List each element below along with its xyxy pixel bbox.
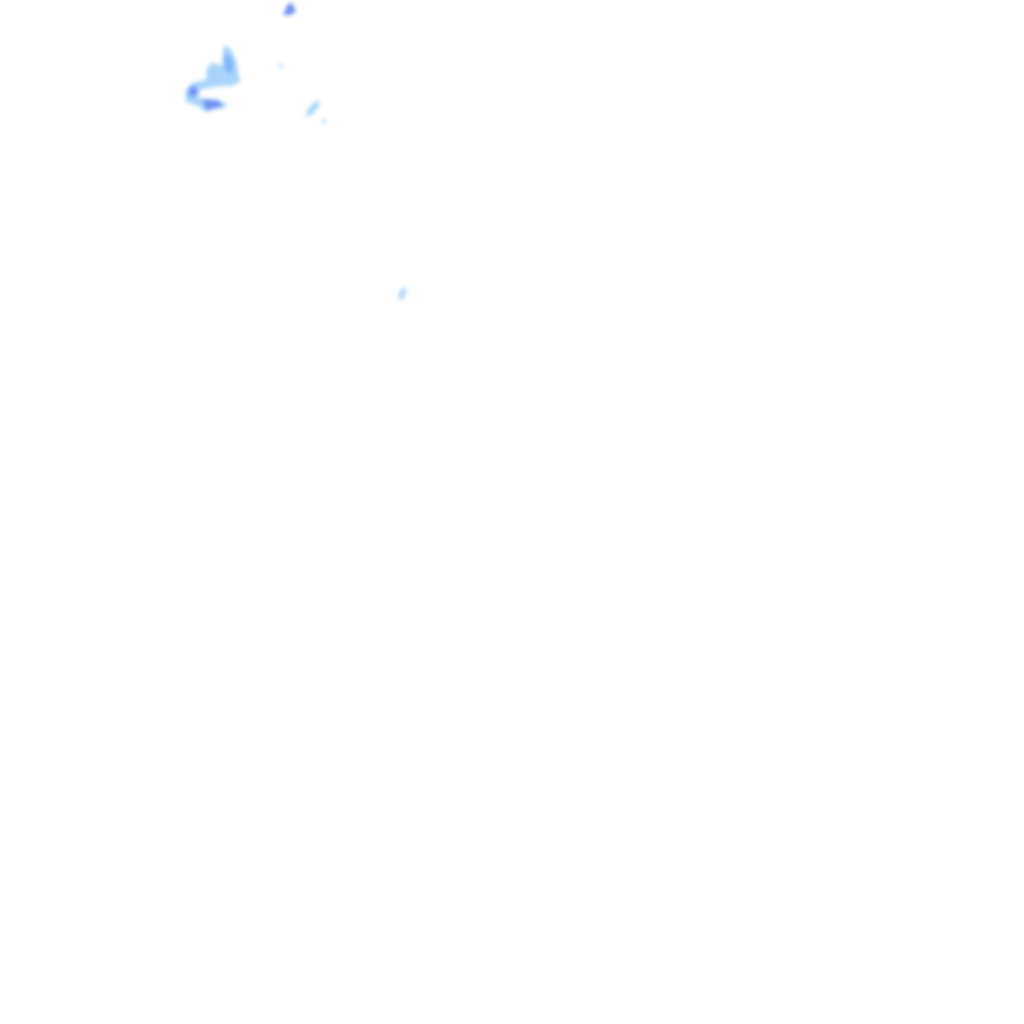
precip-cell	[206, 64, 222, 80]
precip-cell	[202, 99, 224, 110]
precipitation-cells	[185, 3, 406, 300]
precip-cell	[283, 3, 296, 15]
precip-cell	[322, 119, 326, 123]
precip-cell	[279, 64, 283, 68]
precip-cell	[188, 86, 198, 98]
precip-cell	[305, 100, 320, 116]
precip-cell	[398, 286, 406, 300]
precip-cell	[224, 52, 234, 74]
